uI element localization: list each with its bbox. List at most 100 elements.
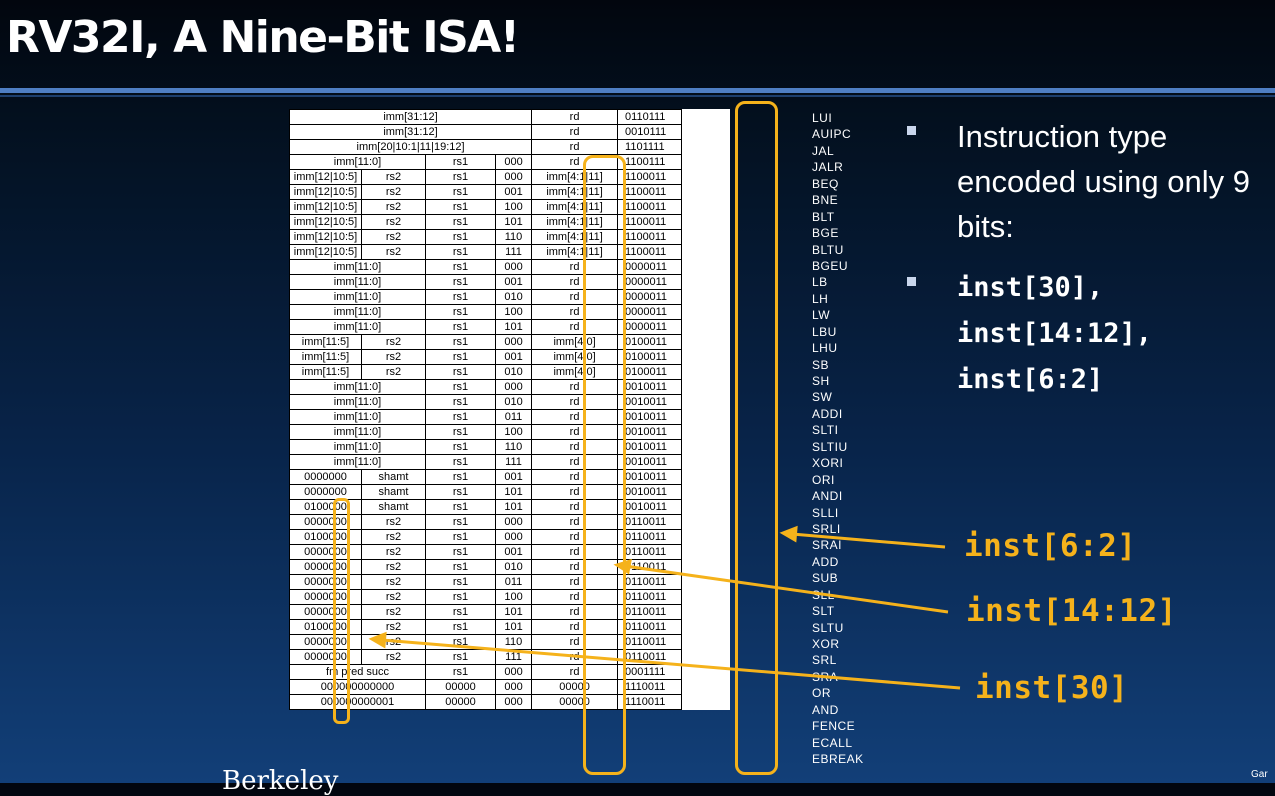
encoding-cell: 001	[494, 349, 533, 365]
encoding-cell: 0110011	[617, 529, 683, 545]
mnemonic-label: SRLI	[812, 521, 841, 536]
bullet-item: Instruction type encoded using only 9 bi…	[905, 114, 1265, 249]
callout-bit30-label: inst[30]	[975, 670, 1129, 706]
mnemonic-label: JALR	[812, 160, 844, 175]
mnemonic-label: BGEU	[812, 258, 849, 273]
slide-title: RV32I, A Nine-Bit ISA!	[6, 12, 520, 63]
encoding-cell: imm[12|10:5]	[289, 229, 362, 245]
encoding-cell: imm[11:0]	[289, 289, 426, 305]
encoding-cell: 0110011	[617, 604, 683, 620]
bullet-item: inst[30], inst[14:12], inst[6:2]	[905, 265, 1265, 403]
encoding-cell: 000	[494, 154, 533, 170]
berkeley-logo-text: Berkeley	[222, 766, 339, 796]
bullet-square-icon	[907, 277, 916, 286]
mnemonic-label: JAL	[812, 143, 835, 158]
mnemonic-label: EBREAK	[812, 752, 864, 767]
encoding-cell: 001	[494, 274, 533, 290]
encoding-cell: 000	[494, 529, 533, 545]
mnemonic-label: LW	[812, 308, 831, 323]
mnemonic-label: BLT	[812, 209, 835, 224]
encoding-cell: 0000011	[617, 319, 683, 335]
encoding-cell: 0110011	[617, 544, 683, 560]
encoding-cell: imm[4:1|11]	[531, 184, 619, 200]
callout-funct3-label: inst[14:12]	[966, 593, 1177, 629]
encoding-cell: 0100011	[617, 334, 683, 350]
encoding-cell: 0100000	[289, 529, 362, 545]
encoding-cell: 1100011	[617, 229, 683, 245]
encoding-cell: 000	[494, 679, 533, 695]
mnemonic-label: AUIPC	[812, 127, 852, 142]
encoding-cell: shamt	[361, 499, 426, 515]
encoding-cell: 0010011	[617, 394, 683, 410]
callout-opcode-label: inst[6:2]	[964, 528, 1137, 564]
encoding-cell: imm[31:12]	[288, 109, 533, 125]
encoding-cell: 1110011	[617, 694, 683, 710]
mnemonic-label: ADDI	[812, 406, 843, 421]
mnemonic-label: OR	[812, 686, 831, 701]
encoding-cell: 0000011	[617, 274, 683, 290]
arrowhead-funct3	[613, 558, 632, 575]
mnemonic-label: SLT	[812, 604, 835, 619]
encoding-cell: 0000000	[289, 559, 362, 575]
encoding-cell: 101	[494, 499, 533, 515]
mnemonic-label: BEQ	[812, 176, 839, 191]
arrowhead-bit30	[368, 631, 387, 649]
funct3-highlight	[583, 155, 626, 775]
mnemonic-label: LUI	[812, 111, 833, 125]
encoding-cell: 101	[494, 319, 533, 335]
bullet-text: Instruction type encoded using only 9 bi…	[957, 119, 1251, 244]
bullet-square-icon	[907, 126, 916, 135]
mnemonic-label: SRAI	[812, 538, 843, 553]
bullet-list: Instruction type encoded using only 9 bi…	[905, 114, 1265, 403]
mnemonic-label: SLTI	[812, 423, 839, 438]
mnemonic-label: FENCE	[812, 719, 856, 734]
mnemonic-label: SLLI	[812, 505, 839, 520]
encoding-cell: 010	[494, 559, 533, 575]
mnemonic-label: SLTU	[812, 620, 844, 635]
encoding-cell: 110	[494, 439, 533, 455]
encoding-cell: 1100111	[617, 154, 683, 170]
encoding-cell: imm[11:5]	[289, 334, 362, 350]
encoding-cell: 0100011	[617, 349, 683, 365]
mnemonic-label: XORI	[812, 456, 844, 471]
encoding-cell: 000	[494, 169, 533, 185]
mnemonic-label: BNE	[812, 193, 839, 208]
encoding-cell: 000	[494, 694, 533, 710]
encoding-cell: 0000011	[617, 259, 683, 275]
encoding-cell: 0000000	[289, 574, 362, 590]
encoding-cell: imm[11:0]	[289, 304, 426, 320]
encoding-cell: 1100011	[617, 214, 683, 230]
encoding-cell: 111	[494, 454, 533, 470]
encoding-cell: 1100011	[617, 244, 683, 260]
mnemonic-label: SH	[812, 374, 830, 388]
encoding-cell: 1110011	[617, 679, 683, 695]
mnemonic-label: ECALL	[812, 735, 853, 750]
mnemonic-label: ORI	[812, 472, 835, 487]
encoding-cell: rs1	[425, 229, 496, 245]
mnemonic-label: BGE	[812, 226, 839, 241]
mnemonic-label: BLTU	[812, 242, 844, 257]
mnemonic-label: SLTIU	[812, 439, 848, 454]
encoding-cell: 0110011	[617, 574, 683, 590]
encoding-cell: 00000	[531, 679, 619, 695]
title-divider-shadow	[0, 95, 1275, 97]
bullet-code-line: inst[14:12],	[957, 318, 1153, 349]
encoding-cell: 0010011	[617, 409, 683, 425]
encoding-cell: shamt	[361, 484, 426, 500]
encoding-cell: 0010011	[617, 424, 683, 440]
arrowhead-opcode	[779, 525, 798, 543]
